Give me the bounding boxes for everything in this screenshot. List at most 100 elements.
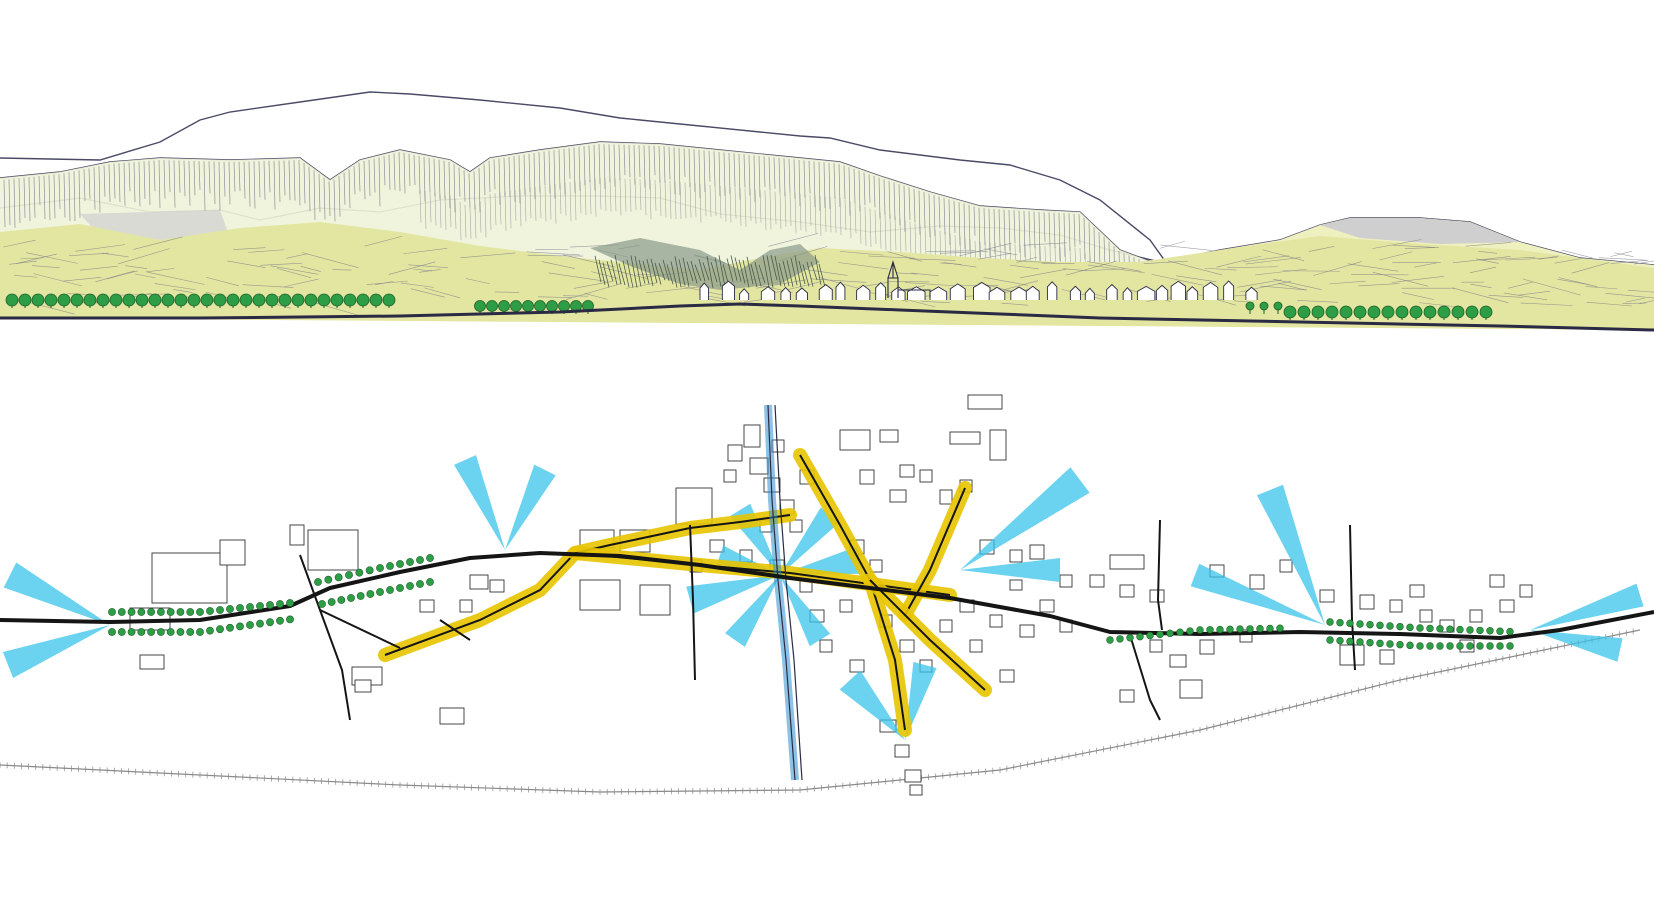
hatch-stroke [498, 158, 501, 205]
plan-tree [406, 558, 414, 566]
building [723, 469, 737, 483]
hatch-stroke [683, 148, 686, 177]
forest-stroke [694, 264, 702, 281]
tree-crown [1259, 301, 1269, 311]
hatch-stroke [463, 170, 466, 202]
field-line [1451, 287, 1509, 304]
field-line [1475, 258, 1499, 264]
house-silhouette [988, 286, 1006, 300]
forest-stroke [682, 257, 690, 287]
hatch-stroke [368, 159, 371, 197]
field-line [424, 287, 461, 299]
hatch-stroke [253, 161, 256, 209]
field-line [645, 286, 702, 294]
building [1319, 589, 1335, 603]
forest-stroke [818, 263, 826, 288]
forest-stroke [610, 259, 618, 285]
field-line [1625, 297, 1645, 303]
plan-tree [1346, 619, 1354, 628]
plan-tree [137, 628, 146, 636]
hatch-stroke [108, 164, 111, 202]
plan-tree [376, 564, 384, 572]
field-line [1452, 256, 1511, 264]
building [904, 769, 922, 783]
hatch-stroke [1083, 217, 1086, 260]
plan-tree [1406, 623, 1414, 632]
hatch-stroke [424, 190, 427, 229]
plan-tree [1146, 631, 1154, 640]
forest-stroke [626, 259, 634, 288]
field-line [1347, 263, 1399, 272]
view-cone [960, 467, 1090, 570]
field-line [584, 293, 608, 300]
plan-tree [236, 604, 244, 612]
hatch-stroke [33, 176, 36, 218]
field-line [959, 242, 1012, 257]
hatch-stroke [833, 163, 836, 199]
hatch-stroke [1033, 211, 1036, 249]
tree-crown [109, 293, 123, 307]
hatch-stroke [218, 161, 221, 211]
field-line [1358, 283, 1400, 287]
hatch-stroke [203, 161, 206, 211]
field-line [911, 272, 939, 277]
plan-tree [108, 628, 116, 636]
plan-tree [314, 578, 322, 586]
plan-tree [1486, 642, 1494, 650]
tree-crown [1479, 305, 1493, 319]
hatch-stroke [649, 179, 652, 220]
field-line [205, 276, 239, 287]
field-line [1308, 245, 1335, 252]
hatch-stroke [68, 172, 71, 222]
plan-tree [137, 608, 146, 616]
building [899, 639, 915, 653]
building [1489, 574, 1505, 588]
building [419, 599, 435, 613]
hatch-stroke [794, 193, 797, 234]
hatch-stroke [488, 160, 491, 193]
field-line [1215, 298, 1236, 306]
view-cone [960, 558, 1060, 582]
plan-tree [1486, 627, 1494, 635]
plan-tree [347, 594, 355, 602]
plan-tree [117, 608, 126, 616]
field-line [1260, 285, 1308, 291]
hatch-stroke [908, 187, 911, 220]
house-silhouette [780, 286, 791, 300]
hatch-stroke [348, 169, 351, 209]
field-line [413, 268, 433, 272]
building [1409, 584, 1425, 598]
hatch-stroke [619, 178, 622, 216]
plan-tree [1366, 620, 1374, 629]
hatch-stroke [328, 181, 331, 217]
plan-tree [1466, 642, 1474, 650]
field-line [527, 255, 584, 257]
plan-tree [1436, 642, 1444, 650]
field-line [1478, 251, 1498, 254]
field-line [276, 268, 312, 279]
hatch-stroke [308, 166, 311, 212]
forest-stroke [686, 261, 694, 282]
side-road [439, 619, 471, 641]
field-line [364, 235, 403, 247]
plan-tree [1376, 639, 1384, 648]
hatch-stroke [853, 168, 856, 204]
hatch-stroke [778, 157, 781, 193]
plan-tree [246, 603, 254, 611]
house-silhouette [1025, 285, 1040, 300]
forest-stroke [726, 258, 734, 282]
hatch-stroke [633, 145, 636, 185]
tree-crown [278, 293, 292, 307]
building [489, 579, 505, 593]
plan-tree [266, 618, 274, 627]
tree-crown [252, 293, 266, 307]
plan-tree [1326, 636, 1334, 644]
building [139, 654, 165, 670]
panorama-tree-row [5, 293, 1493, 320]
forest-stroke [806, 261, 814, 287]
tree-crown [1311, 305, 1325, 319]
house-silhouette [949, 283, 966, 300]
field-line [125, 265, 148, 269]
field-line [1088, 264, 1145, 274]
field-line [1554, 257, 1584, 264]
